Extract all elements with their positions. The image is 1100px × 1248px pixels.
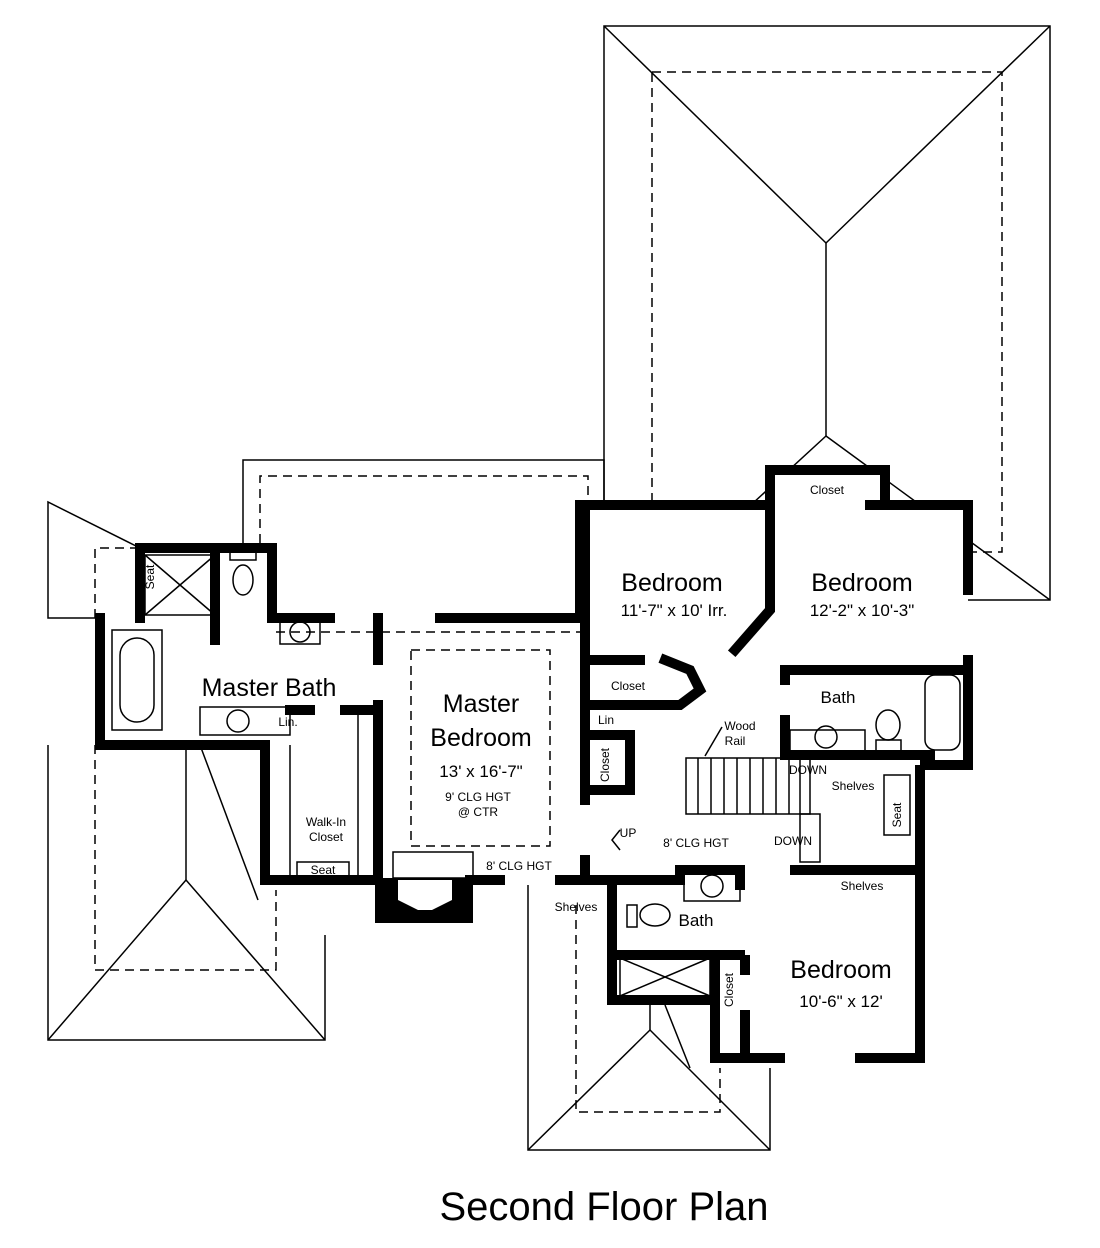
bedroom-2-name: Bedroom [811,569,912,597]
roof-bottom [527,885,771,1151]
bedroom-3-size: 10'-6" x 12' [799,992,882,1011]
sink-icon [289,621,311,643]
staircase [685,757,811,815]
closet-hall-label: Closet [598,747,612,782]
sink-icon [700,874,724,898]
shower-icon [144,554,216,616]
room-labels: Bedroom 11'-7" x 10' Irr. Bedroom 12'-2"… [143,483,914,1011]
down-label-2: DOWN [774,834,812,848]
master-ceiling-2: @ CTR [458,805,499,819]
tray-ceiling [410,649,551,847]
closet-top-label: Closet [810,483,845,497]
seat-hall-label: Seat [890,802,904,827]
toilet-icon [639,903,671,927]
plan-title: Second Floor Plan [439,1185,768,1229]
bathtub-icon [924,674,961,751]
bath-lower-name: Bath [679,911,714,930]
seat-shower-label: Seat [143,564,157,589]
walls [95,465,973,1063]
wood-rail-label-2: Rail [725,734,746,748]
roof-top-middle [242,459,605,618]
hall-ceiling-label: 8' CLG HGT [663,836,729,850]
sink-icon [814,725,838,749]
shelves-label-1: Shelves [832,779,875,793]
sink-icon [226,709,250,733]
master-bath-name: Master Bath [202,674,337,702]
master-bedroom-size: 13' x 16'-7" [439,762,522,781]
toilet-icon [232,564,254,596]
walk-in-closet-1: Walk-In [306,815,346,829]
closet-bedroom1-label: Closet [611,679,646,693]
bathtub-icon [119,637,155,723]
seat-closet-label: Seat [311,863,336,877]
bedroom-1-name: Bedroom [621,569,722,597]
roof-left [47,500,326,1041]
fixtures [111,549,961,997]
shower-icon [619,957,711,997]
up-label: UP [620,826,637,840]
shelves-label-2: Shelves [841,879,884,893]
master-ceiling-label: 8' CLG HGT [486,859,552,873]
master-ceiling-1: 9' CLG HGT [445,790,511,804]
master-bedroom-name-2: Bedroom [430,724,531,752]
bedroom-3-name: Bedroom [790,956,891,984]
bedroom-1-size: 11'-7" x 10' Irr. [621,601,728,620]
bath-upper-name: Bath [821,688,856,707]
down-label-1: DOWN [789,763,827,777]
walk-in-closet-2: Closet [309,830,344,844]
shelves-label-3: Shelves [555,900,598,914]
closet-bedroom3-label: Closet [722,972,736,1007]
bedroom-2-size: 12'-2" x 10'-3" [810,601,915,620]
wood-rail-label-1: Wood [724,719,755,733]
lin-master-label: Lin. [278,715,297,729]
master-bedroom-name-1: Master [443,690,519,718]
lin-hall-label: Lin [598,713,614,727]
building-fill [100,470,968,1058]
